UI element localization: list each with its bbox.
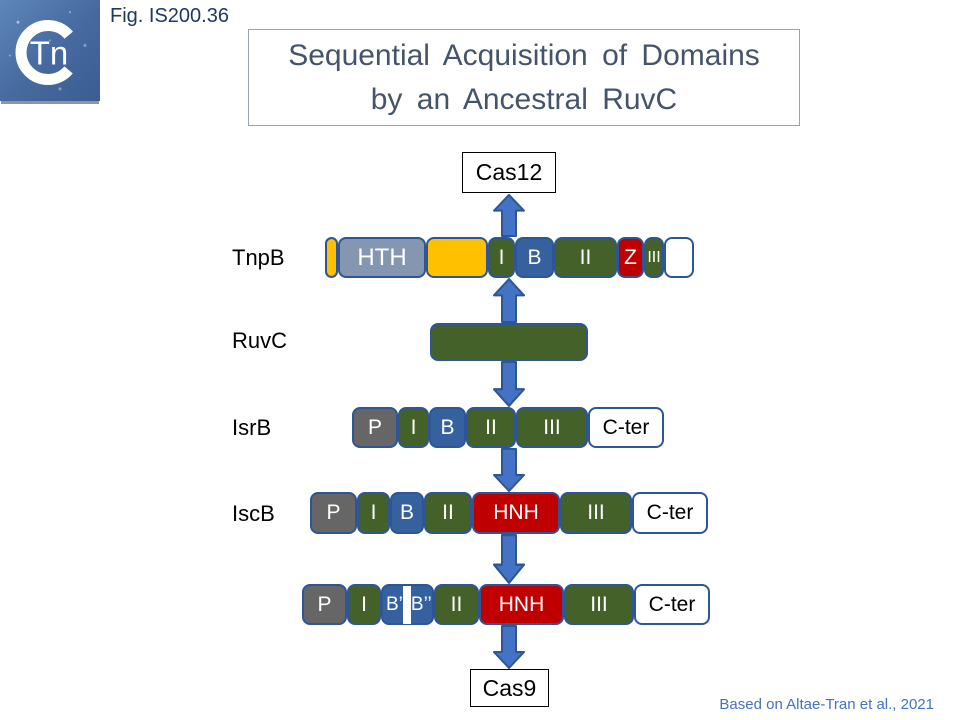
split-label-right: B’’ [410,593,432,615]
row-label-iscb: IscB [232,501,275,526]
domain-segment-hnh: HNH [472,492,560,534]
domain-segment-cter: C-ter [632,492,708,534]
domain-bar-ruvc [430,323,588,361]
domain-segment-i: I [357,492,390,534]
domain-segment-ii: II [466,407,516,448]
domain-segment-cter: C-ter [634,584,710,625]
domain-segment-b-split: B’ B’’ [381,584,434,625]
cas12-box: Cas12 [462,152,556,193]
domain-segment-b: B [515,237,554,278]
domain-segment-n-cap [325,237,338,278]
domain-segment-iii: III [560,492,632,534]
attribution-text: Based on Altae-Tran et al., 2021 [719,696,934,713]
up-arrow-icon [493,194,525,237]
domain-segment-i: I [398,407,429,448]
down-arrow-icon [493,448,525,492]
row-label-isrb: IsrB [232,415,272,440]
domain-segment-ruvc-core [430,323,588,361]
title-line-2: by an Ancestral RuvC [370,82,678,116]
domain-segment-iii: III [564,584,634,625]
domain-segment-ii: II [434,584,479,625]
domain-segment-ii: II [424,492,472,534]
down-arrow-icon [493,361,525,407]
down-arrow-icon [493,534,525,584]
row-label-tnpb: TnpB [232,245,285,270]
down-arrow-icon [493,625,525,669]
tn-central-logo: Tn [0,0,100,101]
domain-segment-linker [426,237,488,278]
domain-segment-i: I [488,237,515,278]
domain-segment-b: B [390,492,424,534]
domain-segment-hth: HTH [338,237,426,278]
row-label-ruvc: RuvC [232,328,288,353]
domain-segment-z: Z [617,237,644,278]
domain-segment-p: P [352,407,398,448]
figure-number-label: Fig. IS200.36 [110,5,229,27]
domain-segment-p: P [302,584,347,625]
domain-segment-iii: III [644,237,664,278]
domain-segment-c-cap [664,237,694,278]
logo-c-ring-icon: Tn [15,20,81,85]
domain-segment-b: B [429,407,466,448]
domain-segment-hnh: HNH [479,584,564,625]
logo-inner-text: Tn [30,35,69,72]
cas9-box: Cas9 [470,669,549,707]
split-label-left: B’ [386,593,403,615]
domain-segment-p: P [310,492,357,534]
domain-segment-i: I [347,584,381,625]
slide-title: Sequential Acquisition of Domains by an … [248,29,800,126]
split-divider [402,585,411,624]
domain-segment-ii: II [554,237,617,278]
domain-segment-iii: III [516,407,588,448]
up-arrow-icon [493,278,525,323]
title-line-1: Sequential Acquisition of Domains [288,38,760,72]
domain-segment-cter: C-ter [588,407,664,448]
